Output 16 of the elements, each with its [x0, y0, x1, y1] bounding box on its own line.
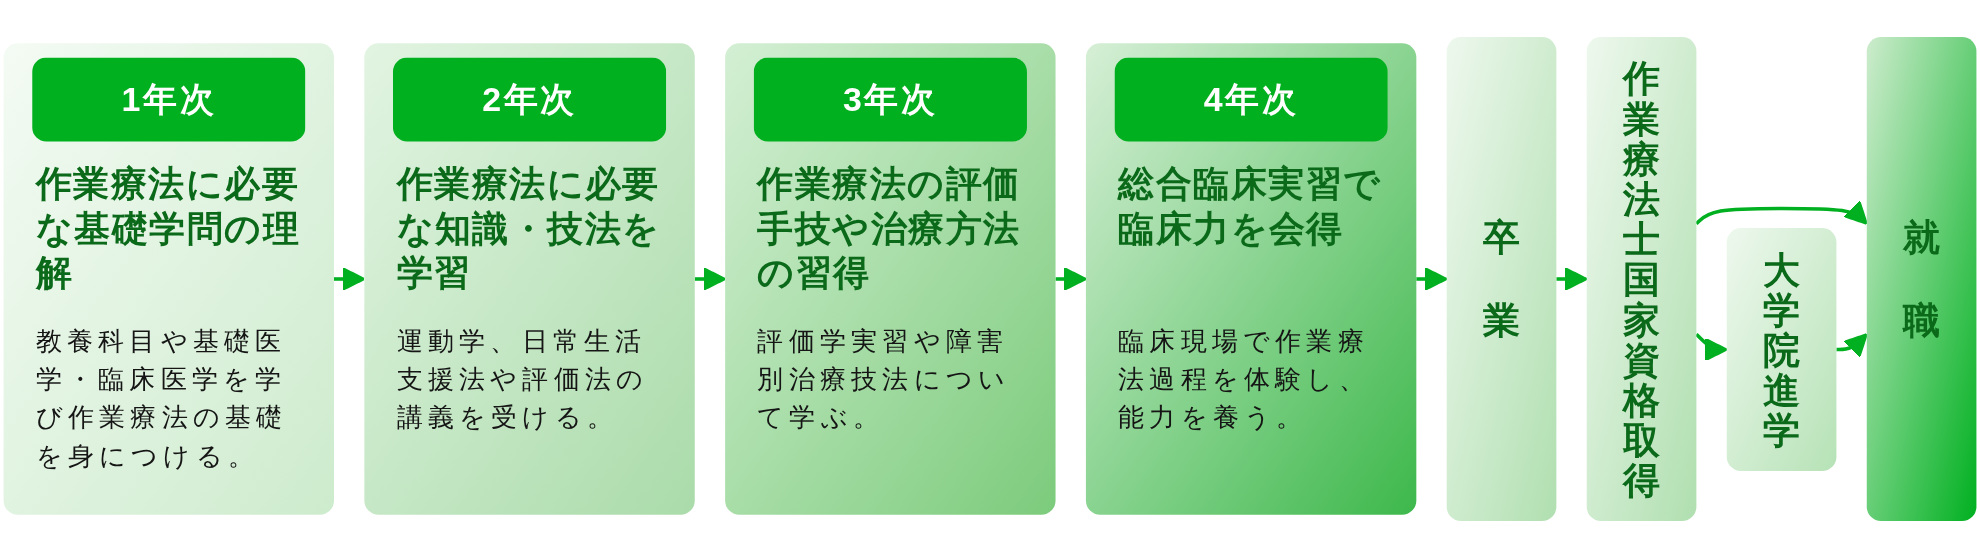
arrow — [1836, 333, 1868, 359]
arrow — [1556, 267, 1588, 291]
arrow — [694, 267, 727, 291]
arrow — [334, 267, 366, 291]
node-box: 大学院進学 — [1726, 228, 1837, 471]
node-box: 1年次 作業療法に必要な基礎学問の理解 教養科目や基礎医学・臨床医学を学び作業療法の基礎を身につける。 — [3, 43, 334, 515]
node-box: 作業療法士国家資格取得 — [1586, 37, 1697, 521]
node-box: 卒業 — [1446, 37, 1557, 521]
node-box: 2年次 作業療法に必要な知識・技法を学習 運動学、日常生活支援法や評価法の講義を受ける。 — [364, 43, 695, 515]
arrow — [1695, 333, 1728, 362]
node-box: 就職 — [1866, 37, 1977, 521]
arrow — [1695, 199, 1868, 225]
arrow — [1055, 267, 1087, 291]
node-box: 3年次 作業療法の評価手技や治療方法の習得 評価学実習や障害別治療技法について学ぶ。 — [725, 43, 1056, 515]
node-box: 4年次 総合臨床実習で臨床力を会得 臨床現場で作業療法過程を体験し、能力を養う。 — [1085, 43, 1417, 515]
arrow — [1416, 267, 1448, 291]
